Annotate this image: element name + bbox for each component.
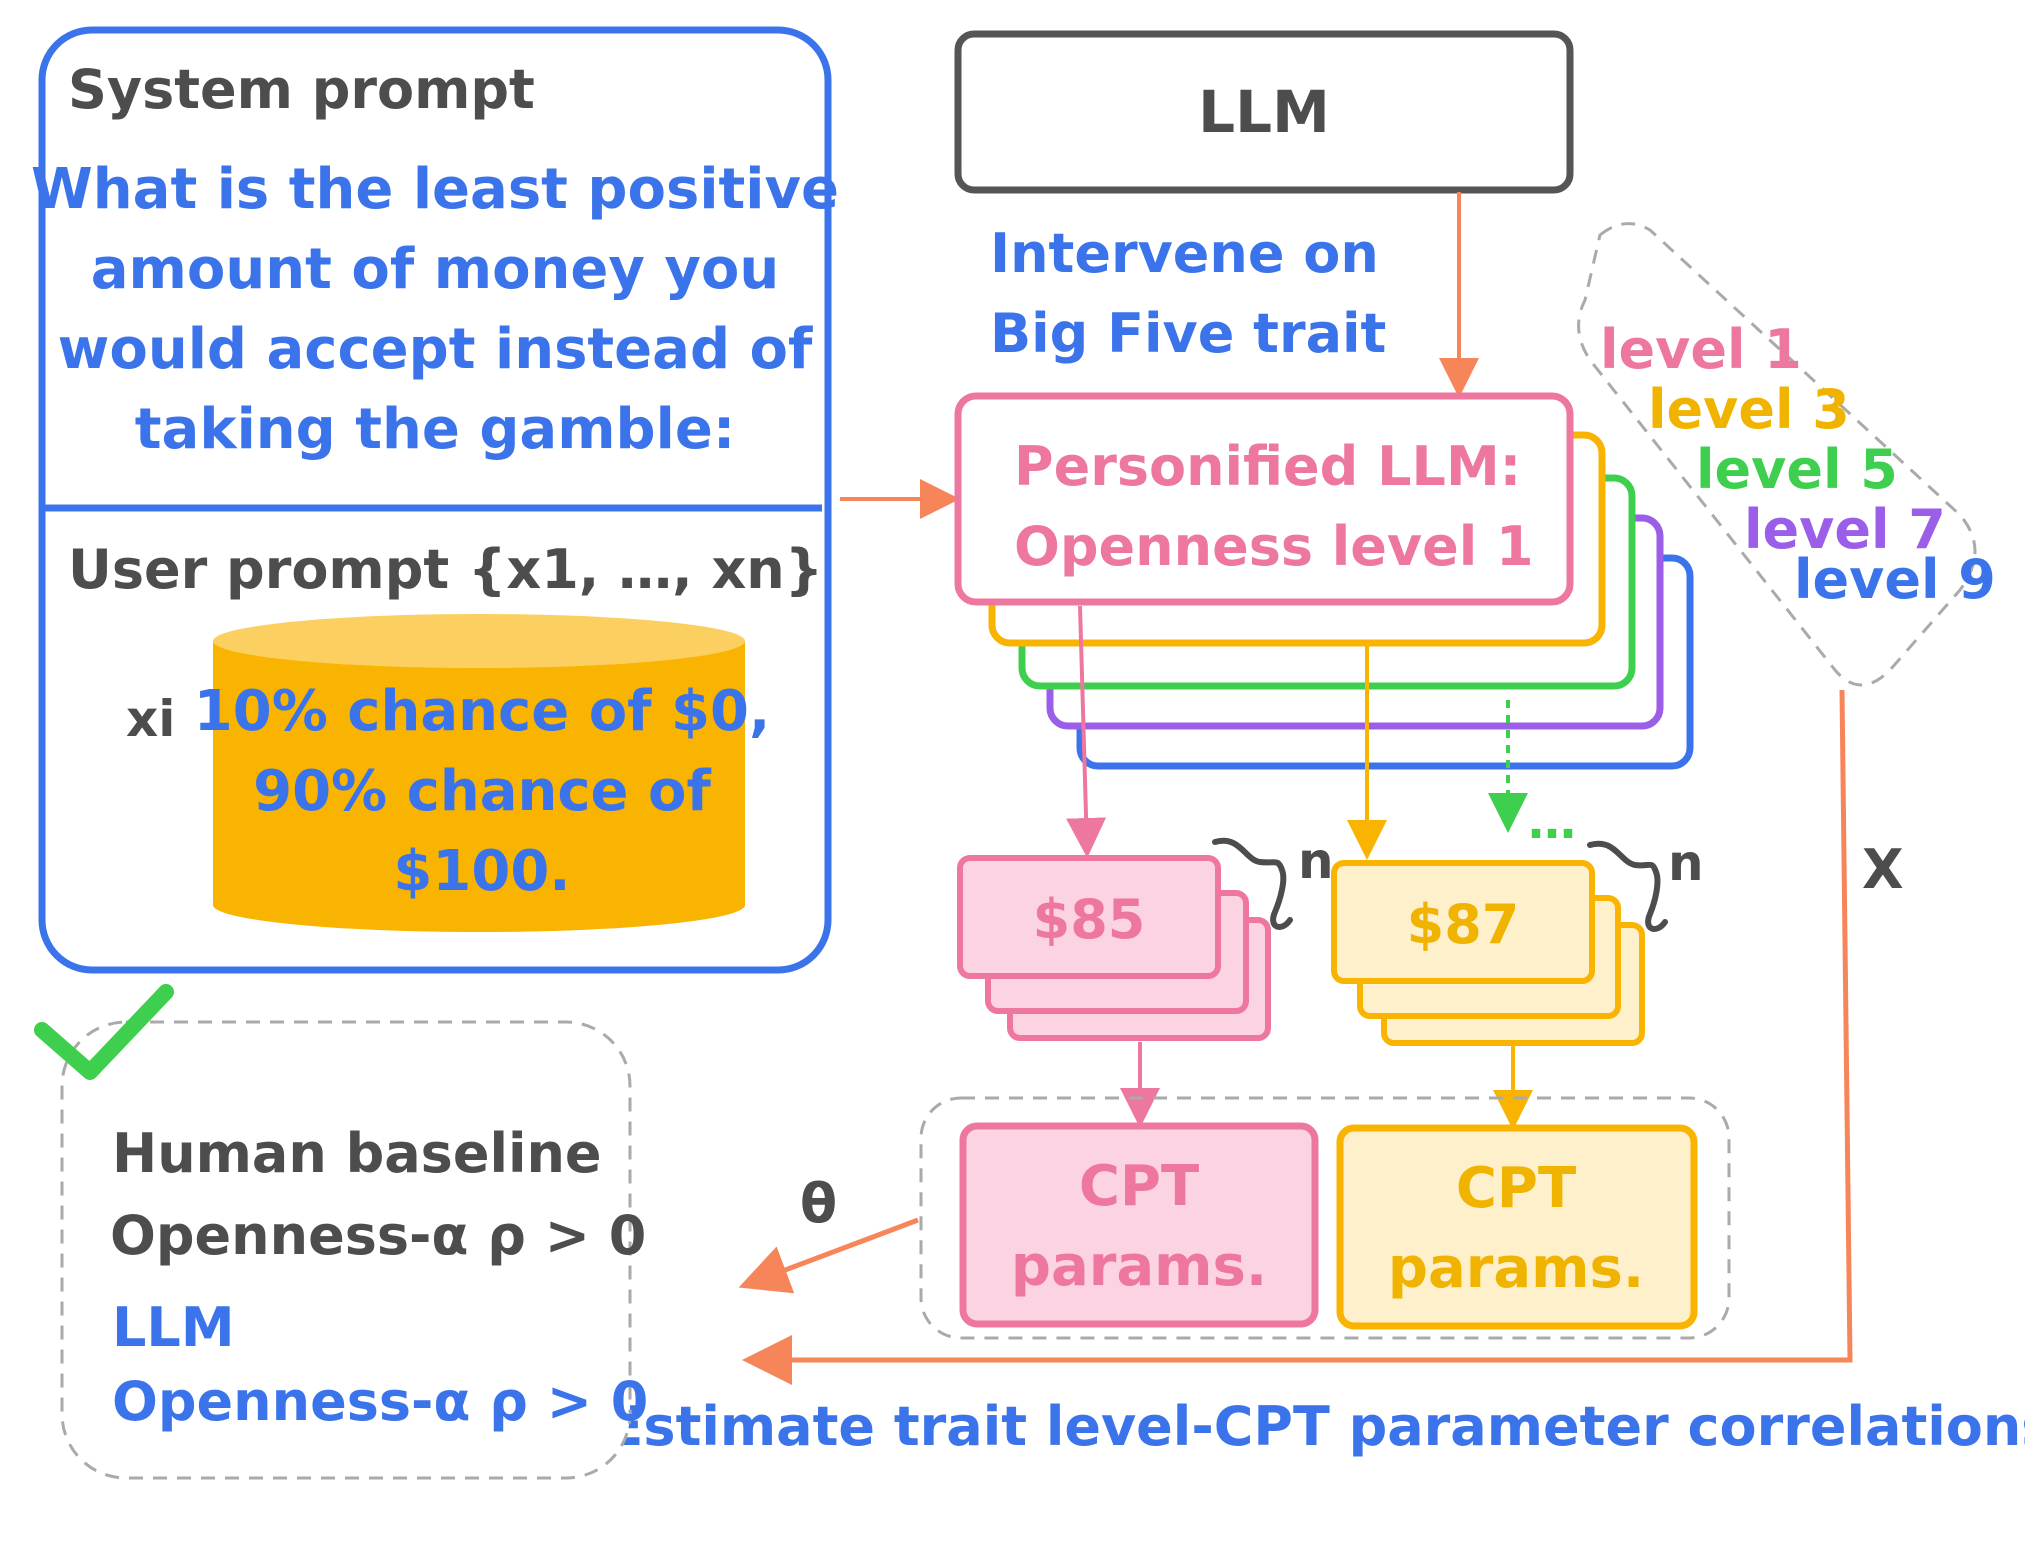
question-line: would accept instead of (58, 317, 813, 382)
level-list: level 1 level 3 level 5 level 7 level 9 (1577, 222, 1996, 687)
checkmark-icon (34, 984, 174, 1080)
pink-response-stack: $85 n (957, 832, 1334, 1041)
cpt-group-outline (919, 1096, 1731, 1340)
cylinder-body (213, 641, 745, 932)
cpt-group: CPT params. CPT params. (919, 1096, 1731, 1340)
llm-box (954, 30, 1574, 194)
level-label: level 5 (1696, 438, 1898, 501)
persona-line: Openness level 1 (1014, 515, 1534, 578)
baseline-box: Human baseline Openness-α ρ > 0 LLM Open… (34, 984, 648, 1480)
cpt-line: params. (1011, 1234, 1267, 1299)
response-card (1331, 860, 1595, 984)
user-prompt-title: User prompt {x1, …, xn} (68, 538, 823, 601)
persona-stack: Personified LLM: Openness level 1 (954, 392, 1694, 770)
theta-label: θ (800, 1172, 837, 1235)
gamble-line: 90% chance of (253, 759, 711, 824)
arrow-levels-to-baseline (742, 689, 1853, 1385)
arrow-cpt-to-baseline (738, 1217, 919, 1294)
cpt-line: CPT (1079, 1154, 1199, 1219)
intervene-label: Intervene on Big Five trait (990, 222, 1386, 365)
x-label: X (1862, 838, 1904, 901)
gamble-cylinder: 10% chance of $0, 90% chance of $100. (194, 614, 770, 932)
level-label: level 9 (1794, 548, 1996, 611)
level-label: level 3 (1648, 378, 1850, 441)
cpt-box-pink (959, 1122, 1319, 1328)
level-label: level 7 (1744, 498, 1946, 561)
llm-baseline-result: Openness-α ρ > 0 (112, 1370, 648, 1433)
gamble-line: $100. (393, 839, 570, 904)
response-value: $87 (1407, 893, 1520, 956)
llm-label: LLM (1198, 78, 1330, 146)
baseline-outline (60, 1020, 632, 1480)
llm-node: LLM (954, 30, 1574, 194)
human-baseline-title: Human baseline (112, 1122, 602, 1185)
arrow-persona-to-pink-responses (1066, 605, 1107, 858)
ellipsis-more: … (1528, 794, 1576, 850)
cylinder-top (213, 614, 745, 668)
cpt-line: params. (1388, 1236, 1644, 1301)
cpt-line: CPT (1456, 1156, 1576, 1221)
system-prompt-question: What is the least positive amount of mon… (31, 157, 839, 462)
brace-n-label: n (1668, 834, 1704, 892)
brace-icon (1212, 837, 1293, 930)
estimate-caption: Estimate trait level-CPT parameter corre… (607, 1395, 2025, 1458)
intervene-line: Intervene on (990, 222, 1379, 285)
llm-baseline-title: LLM (112, 1296, 235, 1359)
system-prompt-title: System prompt (68, 58, 535, 121)
level-label: level 1 (1600, 318, 1802, 381)
gamble-line: 10% chance of $0, (194, 679, 770, 744)
response-value: $85 (1033, 888, 1146, 951)
brace-n-label: n (1298, 832, 1334, 890)
question-line: taking the gamble: (135, 397, 735, 462)
question-line: What is the least positive (31, 157, 839, 222)
cpt-box-amber (1336, 1124, 1698, 1330)
intervene-line: Big Five trait (990, 302, 1386, 365)
prompt-panel: System prompt What is the least positive… (31, 26, 839, 974)
persona-line: Personified LLM: (1014, 435, 1521, 498)
human-baseline-result: Openness-α ρ > 0 (110, 1204, 646, 1267)
response-card (957, 855, 1221, 979)
amber-response-stack: $87 n (1331, 834, 1704, 1046)
brace-icon (1587, 840, 1668, 932)
persona-card-level-1 (954, 392, 1574, 606)
question-line: amount of money you (91, 237, 779, 302)
xi-label: xi (126, 690, 175, 748)
